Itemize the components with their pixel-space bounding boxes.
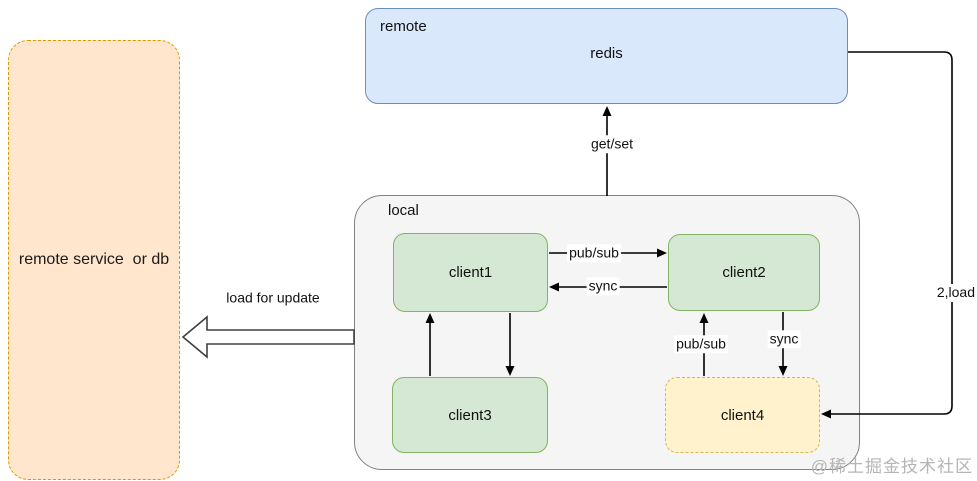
remote-group-box: remote redis	[365, 8, 848, 104]
edge-label-load-for-update: load for update	[226, 289, 320, 306]
client2-label: client2	[722, 264, 766, 281]
node-client1: client1	[393, 233, 548, 312]
node-client3: client3	[392, 377, 548, 453]
remote-group-label: remote	[380, 18, 427, 35]
client3-label: client3	[448, 406, 492, 424]
edge-label-sync-c2-c1: sync	[586, 277, 620, 295]
edge-label-sync-c2-c4: sync	[767, 330, 801, 348]
node-remote-service: remote service or db	[8, 40, 180, 480]
edge-label-2-load: 2,load	[934, 284, 977, 302]
watermark-text: @稀土掘金技术社区	[810, 457, 973, 476]
edge-label-pubsub-c4-c2: pub/sub	[674, 335, 728, 353]
edge-label-get-set: get/set	[588, 135, 636, 153]
local-group-label: local	[388, 202, 419, 219]
edge-label-pubsub-c1-c2: pub/sub	[567, 244, 621, 262]
node-redis: redis	[590, 45, 623, 62]
node-client4: client4	[665, 377, 820, 453]
remote-service-label: remote service or db	[18, 251, 170, 268]
client1-label: client1	[448, 264, 493, 281]
client4-label: client4	[720, 406, 765, 424]
node-client2: client2	[668, 234, 820, 311]
block-arrow-load-for-update	[181, 315, 355, 359]
